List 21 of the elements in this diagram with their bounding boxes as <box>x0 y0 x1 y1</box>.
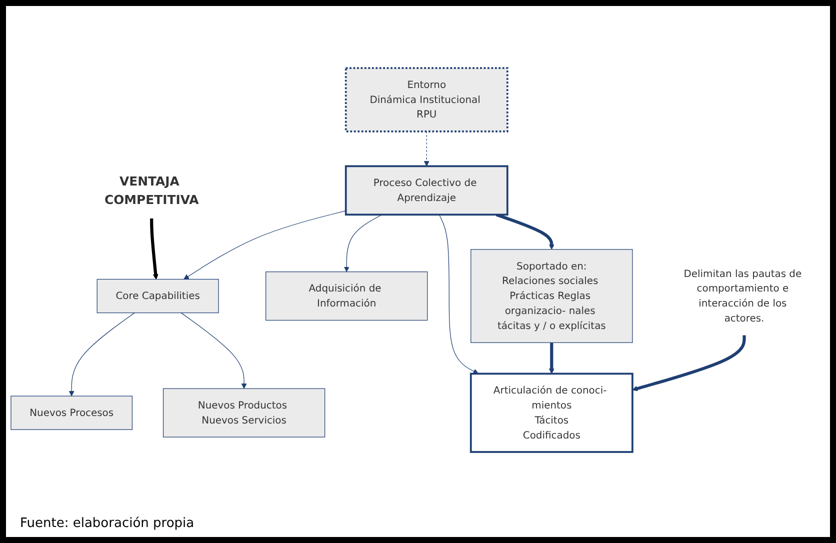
arrow <box>184 210 346 280</box>
node-box: Soportado en: Relaciones sociales Prácticas Reglas organizacio- nales tácitas y / o explícitas <box>470 249 633 343</box>
arrow <box>424 131 430 166</box>
arrow <box>548 342 554 374</box>
node-box: Adquisición de Información <box>266 272 428 321</box>
node-text: Delimitan las pautas de comportamiento e interacción de los actores. <box>684 267 802 324</box>
arrow <box>150 218 158 280</box>
arrow <box>180 312 247 389</box>
node-box: Core Capabilities <box>96 278 219 314</box>
node-box: Articulación de conoci- mientos Tácitos Codificados <box>470 372 634 453</box>
arrow <box>632 335 746 392</box>
node-box: Nuevos Productos Nuevos Servicios <box>162 388 326 438</box>
node-box: Entorno Dinámica Institucional RPU <box>344 67 508 132</box>
source-caption: Fuente: elaboración propia <box>19 515 196 533</box>
node-box: Proceso Colectivo de Aprendizaje <box>344 165 508 216</box>
arrow <box>344 214 382 272</box>
node-box: Nuevos Procesos <box>10 396 133 430</box>
arrow <box>438 214 478 374</box>
arrow <box>496 213 554 250</box>
node-text: VENTAJA COMPETITIVA <box>104 174 199 208</box>
arrow <box>68 312 135 396</box>
